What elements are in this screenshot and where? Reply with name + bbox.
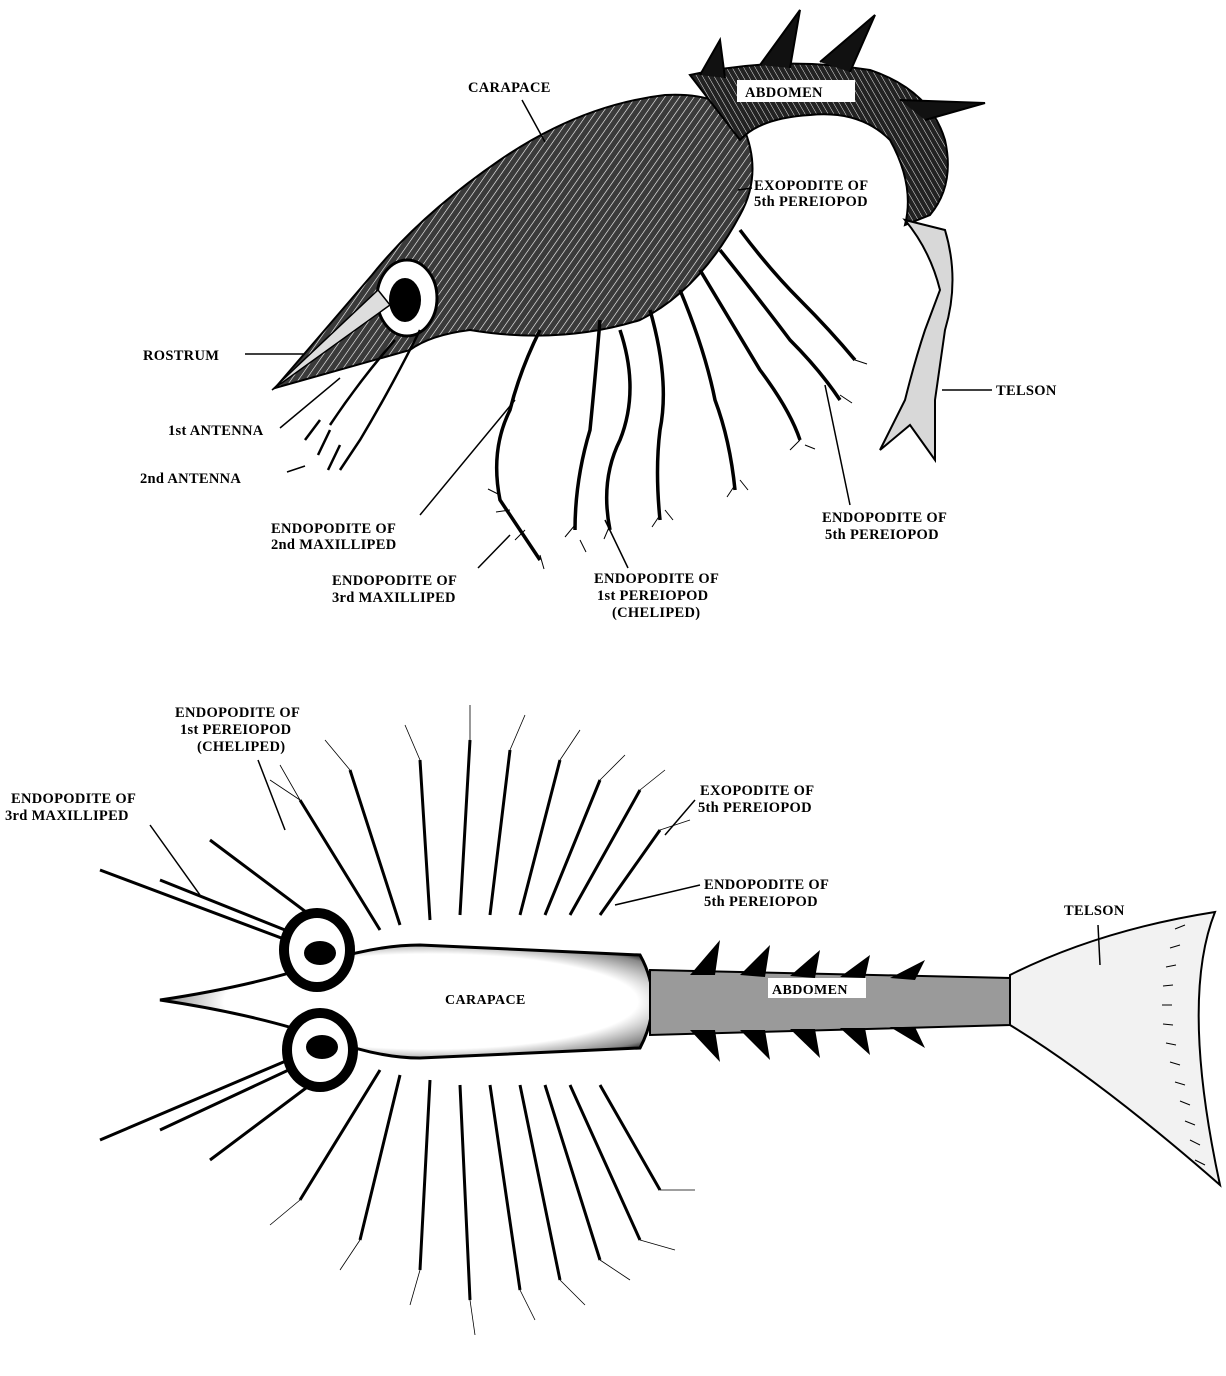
top-view-illustration [100,705,1220,1335]
side-label-exopodite-5-l2: 5th PEREIOPOD [754,194,868,210]
top-telson-shape [1010,912,1220,1185]
top-legs-lower [100,1055,660,1300]
side-leader-antenna-1 [280,378,340,428]
top-label-endo-1per-l2: 1st PEREIOPOD [180,722,291,738]
top-label-endo-5per-l2: 5th PEREIOPOD [704,894,818,910]
side-label-endo-5per-l1: ENDOPODITE OF [822,510,947,526]
side-label-endo-2max-l1: ENDOPODITE OF [271,521,396,537]
top-label-endo-1per-l3: (CHELIPED) [197,739,285,755]
side-label-endo-5per-l2: 5th PEREIOPOD [825,527,939,543]
top-leader-endo-1per [258,760,285,830]
side-label-carapace: CARAPACE [468,80,551,96]
top-carapace-shape [160,945,653,1058]
top-label-endo-1per-l1: ENDOPODITE OF [175,705,300,721]
top-label-endo-5per-l1: ENDOPODITE OF [704,877,829,893]
side-setae [488,360,867,569]
side-view-illustration [272,10,985,569]
side-label-endo-2max-l2: 2nd MAXILLIPED [271,537,396,553]
side-label-rostrum: ROSTRUM [143,348,219,364]
side-leader-antenna-2 [287,466,305,472]
top-label-endo-3max-l1: ENDOPODITE OF [11,791,136,807]
top-leader-endo-5per [615,885,700,905]
side-leader-carapace [522,100,545,142]
side-tail-shape [880,220,953,460]
side-label-endo-3max-l2: 3rd MAXILLIPED [332,590,456,606]
top-label-exopodite-5-l2: 5th PEREIOPOD [698,800,812,816]
top-leader-exopodite-5 [665,800,695,835]
side-label-abdomen: ABDOMEN [745,85,823,101]
top-label-exopodite-5-l1: EXOPODITE OF [700,783,814,799]
top-label-endo-3max-l2: 3rd MAXILLIPED [5,808,129,824]
side-label-telson: TELSON [996,383,1057,399]
side-label-endo-1per-l3: (CHELIPED) [612,605,700,621]
top-eye-upper-pupil [304,941,336,965]
side-label-endo-1per-l2: 1st PEREIOPOD [597,588,708,604]
side-eye-pupil [389,278,421,322]
side-label-antenna-2: 2nd ANTENNA [140,471,241,487]
side-label-antenna-1: 1st ANTENNA [168,423,264,439]
side-carapace-shape [275,95,753,388]
side-label-endo-1per-l1: ENDOPODITE OF [594,571,719,587]
top-label-carapace: CARAPACE [445,993,526,1008]
top-legs-upper [100,740,660,945]
top-eye-lower-pupil [306,1035,338,1059]
side-leader-endo-1per [605,520,628,568]
side-leader-endo-3max [478,535,510,568]
side-label-exopodite-5-l1: EXOPODITE OF [754,178,868,194]
side-leader-endo-5per [825,385,850,505]
side-label-endo-3max-l1: ENDOPODITE OF [332,573,457,589]
top-label-abdomen: ABDOMEN [772,983,848,998]
top-label-telson: TELSON [1064,903,1125,919]
